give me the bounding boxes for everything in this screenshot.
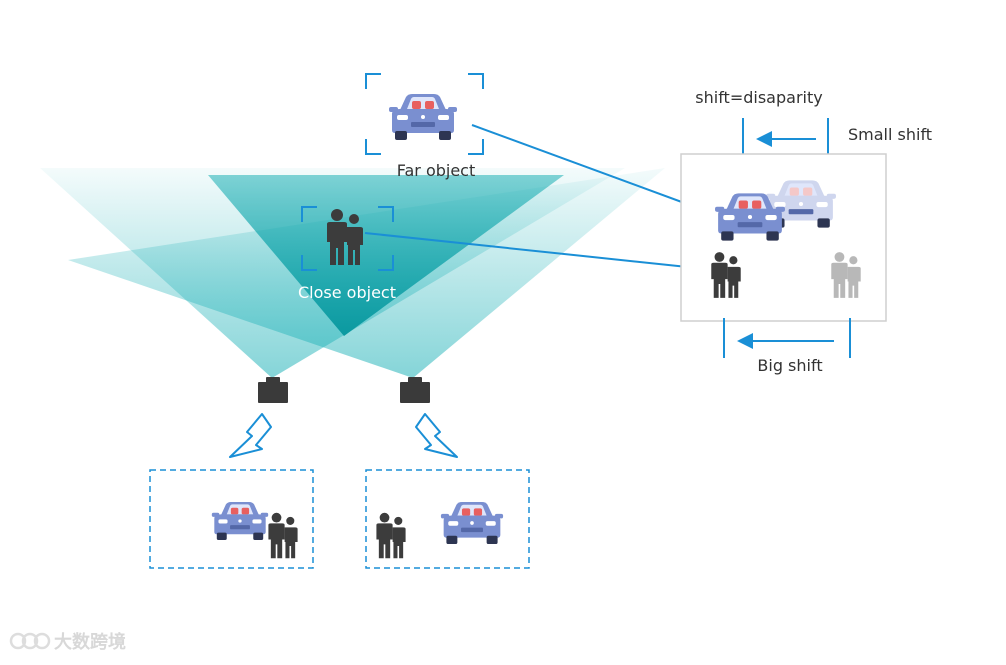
far-object-connector bbox=[471, 124, 699, 209]
small-shift-label: Small shift bbox=[848, 125, 932, 144]
car-icon bbox=[389, 94, 457, 140]
big-shift-label: Big shift bbox=[757, 356, 822, 375]
shift-equals-disparity-label: shift=disaparity bbox=[695, 88, 822, 107]
camera-icon bbox=[258, 377, 288, 403]
watermark-logo bbox=[9, 632, 51, 650]
arrow-down-outline-icon bbox=[415, 413, 458, 458]
close-object-label: Close object bbox=[298, 283, 396, 302]
far-object-label: Far object bbox=[397, 161, 476, 180]
arrow-down-outline-icon bbox=[229, 413, 272, 458]
watermark-text: 大数跨境 bbox=[54, 631, 126, 653]
close-object-connector bbox=[364, 232, 698, 269]
camera-icon bbox=[400, 377, 430, 403]
beam-overlap-region bbox=[208, 175, 564, 336]
far-object-frame bbox=[365, 73, 484, 155]
close-object-frame bbox=[301, 206, 394, 271]
